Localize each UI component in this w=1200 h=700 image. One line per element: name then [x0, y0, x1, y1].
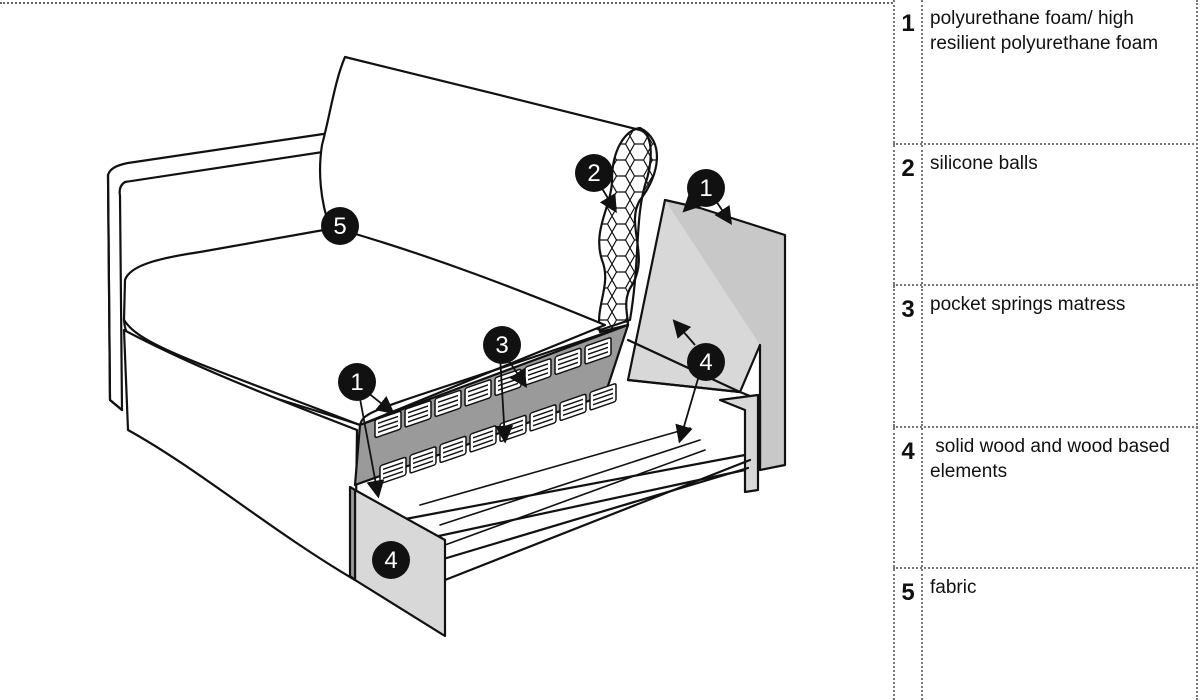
spring-coil: [443, 449, 463, 459]
legend-text: fabric: [930, 577, 977, 598]
callout-1-panel-label: 1: [350, 369, 363, 396]
callout-3: 3: [483, 326, 521, 364]
spring-coil: [558, 361, 578, 371]
slatted-frame: [398, 427, 752, 582]
spring-coil: [528, 367, 548, 377]
legend-text: polyurethane foam/ high resilient polyur…: [930, 8, 1159, 54]
callout-5: 5: [321, 207, 359, 245]
sofa-bed-diagram: 5 2 1 3 1 4 4: [106, 55, 787, 638]
spring-coil: [408, 414, 428, 423]
legend-row-3: 3 pocket springs matress: [893, 284, 1198, 426]
left-armrest: [106, 131, 338, 412]
spring-coil: [563, 403, 583, 412]
spring-coil: [378, 420, 398, 429]
spring-coil: [413, 455, 433, 465]
callout-4-front-panel-label: 4: [384, 547, 397, 574]
spring-coil: [408, 405, 428, 414]
legend-number: 2: [893, 145, 923, 284]
spring-coil: [383, 466, 403, 475]
legend-text: silicone balls: [930, 153, 1038, 174]
spring-coil: [438, 403, 458, 413]
pocket-springs: [374, 337, 617, 485]
legend-text: pocket springs matress: [930, 294, 1126, 315]
spring-coil: [473, 439, 493, 448]
spring-coil: [378, 415, 398, 425]
legend-number: 3: [893, 286, 923, 426]
spring-coil: [443, 445, 463, 454]
spring-coil: [593, 392, 613, 402]
spring-coil: [558, 357, 578, 366]
spring-coil: [408, 409, 428, 419]
callout-2-label: 2: [587, 160, 600, 187]
spring-coil: [473, 430, 493, 439]
spring-coil: [413, 460, 433, 469]
spring-coil: [528, 372, 548, 381]
legend-number: 1: [893, 0, 923, 143]
back-cushion: [318, 55, 652, 332]
legend-text: solid wood and wood based elements: [930, 436, 1176, 482]
spring-coil: [468, 384, 488, 393]
legend-row-5: 5 fabric: [893, 567, 1198, 700]
callout-4-armrest-label: 4: [699, 349, 712, 376]
spring-coil: [563, 407, 583, 417]
legend-row-1: 1 polyurethane foam/ high resilient poly…: [893, 0, 1198, 143]
spring-coil: [413, 451, 433, 460]
callout-4-armrest: 4: [687, 343, 725, 381]
spring-coil: [593, 397, 613, 406]
spring-coil: [468, 393, 488, 402]
legend-number: 4: [893, 428, 923, 567]
spring-coil: [443, 440, 463, 450]
spring-coil: [533, 409, 553, 418]
legend-row-4: 4 solid wood and wood based elements: [893, 426, 1198, 567]
spring-coil: [473, 434, 493, 444]
spring-coil: [438, 394, 458, 404]
spring-coil: [593, 388, 613, 397]
spring-coil: [533, 413, 553, 423]
callout-2: 2: [575, 154, 613, 192]
spring-coil: [378, 424, 398, 434]
legend-right-border: [1196, 0, 1198, 700]
spring-coil: [558, 352, 578, 362]
callout-1-armrest-label: 1: [699, 175, 712, 202]
spring-coil: [588, 342, 608, 351]
callout-5-label: 5: [333, 213, 346, 240]
callout-1-panel: 1: [338, 363, 376, 401]
callout-3-label: 3: [495, 332, 508, 359]
spring-coil: [588, 351, 608, 360]
legend-row-2: 2 silicone balls: [893, 143, 1198, 284]
top-dotted-border: [0, 2, 893, 4]
legend-number: 5: [893, 569, 923, 700]
spring-coil: [383, 470, 403, 480]
spring-coil: [468, 388, 488, 398]
spring-coil: [383, 461, 403, 471]
spring-coil: [563, 398, 583, 408]
spring-coil: [588, 346, 608, 356]
legend-table: 1 polyurethane foam/ high resilient poly…: [893, 0, 1198, 700]
spring-coil: [533, 418, 553, 427]
callout-1-armrest: 1: [687, 169, 725, 207]
callout-4-front-panel: 4: [372, 541, 410, 579]
spring-coil: [528, 363, 548, 372]
right-wood-panel: [718, 393, 760, 494]
spring-coil: [438, 399, 458, 408]
